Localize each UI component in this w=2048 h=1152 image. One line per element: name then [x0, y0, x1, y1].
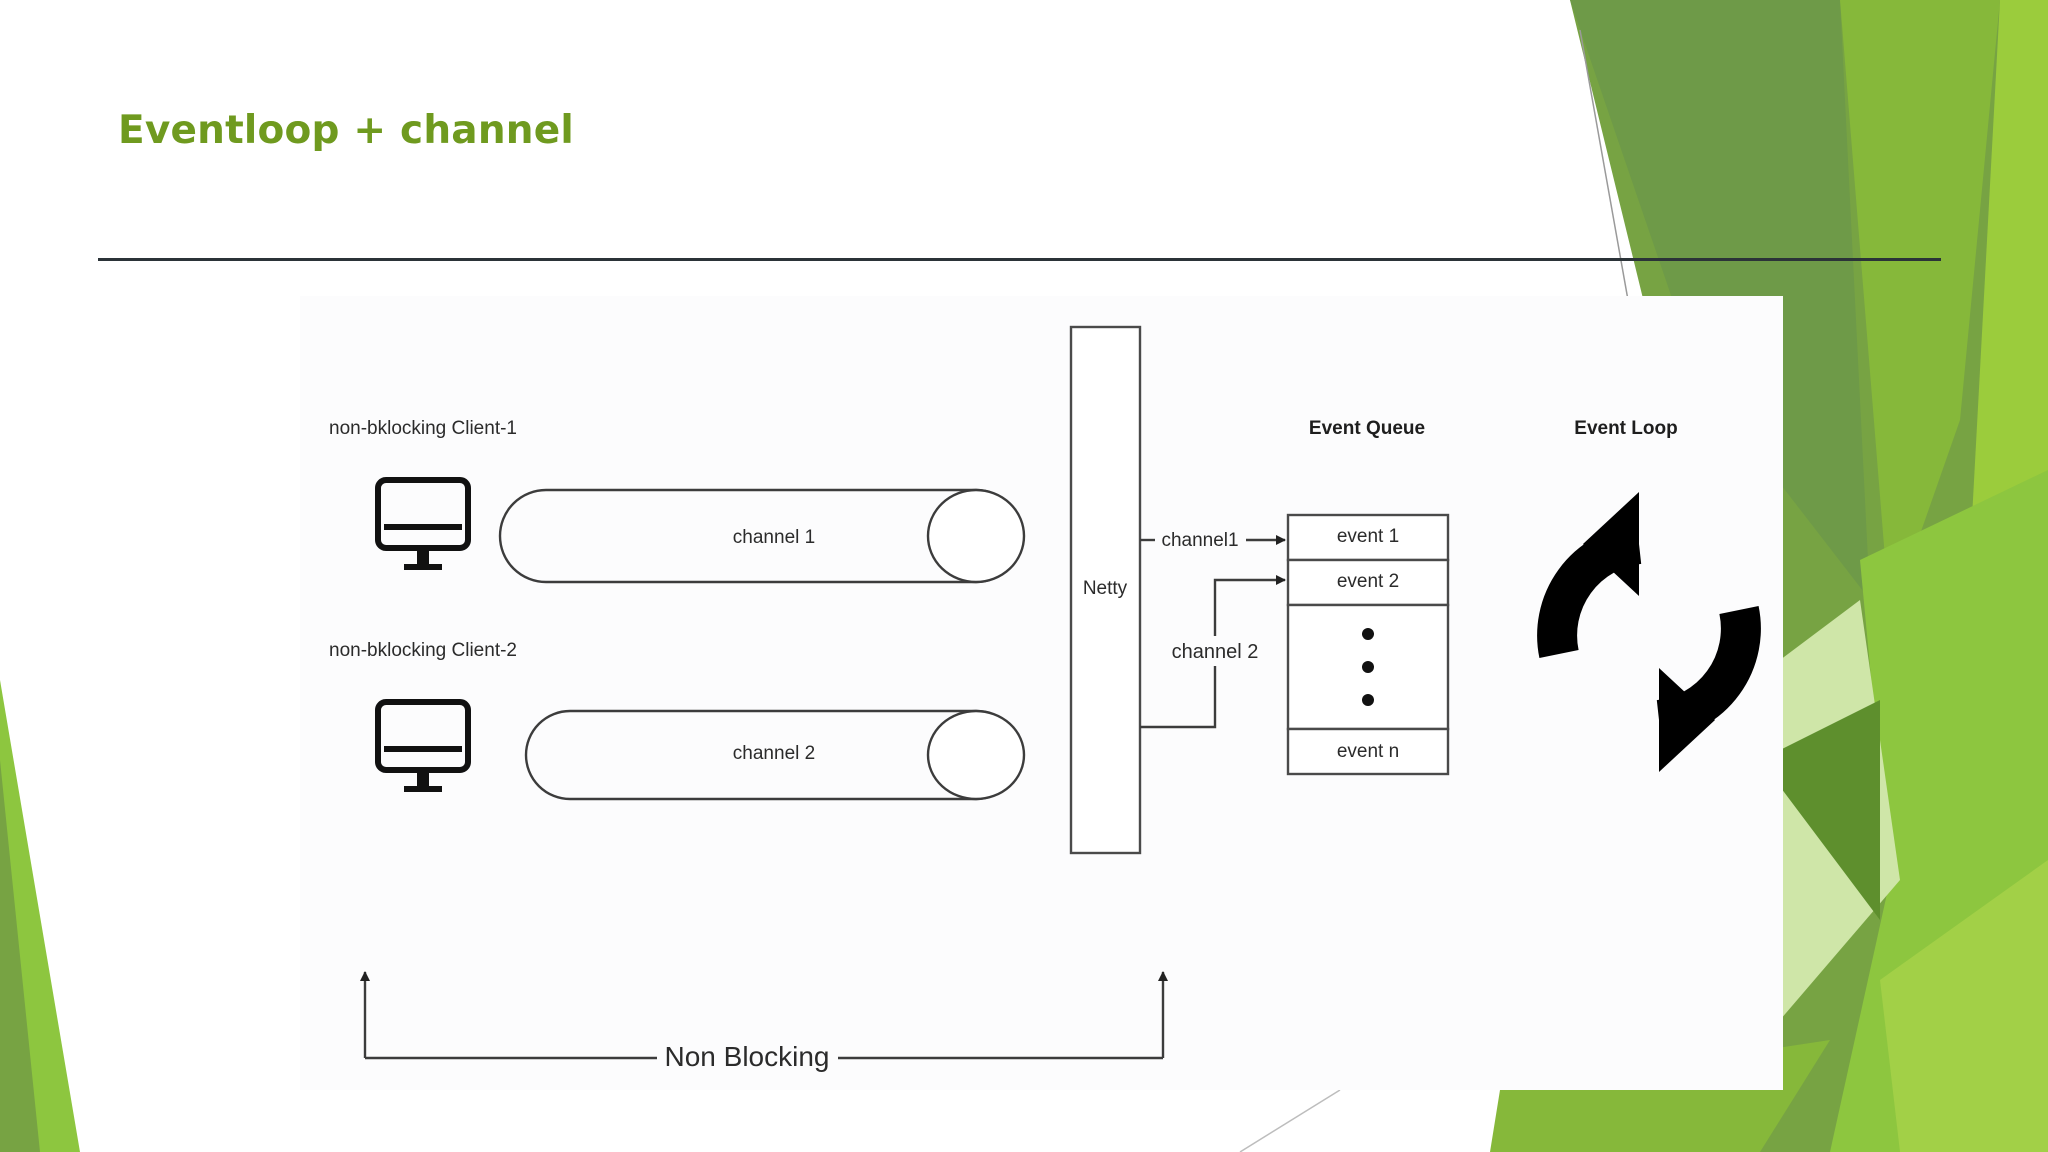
queue-item-label: event 1 [1337, 526, 1399, 547]
channel-1-label: channel 1 [733, 527, 815, 548]
slide-title: Eventloop + channel [118, 108, 574, 153]
queue-item-label: event 2 [1337, 571, 1399, 592]
monitor-icon [375, 699, 471, 792]
non-blocking-bracket [360, 971, 1168, 1060]
non-blocking-label: Non Blocking [665, 1041, 830, 1072]
channel-1-pipe [498, 488, 1026, 584]
event-queue-title: Event Queue [1309, 418, 1425, 439]
connector-channel-1-label: channel1 [1161, 530, 1238, 551]
queue-item-label: event n [1337, 741, 1399, 762]
refresh-icon [1537, 492, 1761, 772]
queue-item [1286, 513, 1450, 562]
netty-server-box [1069, 325, 1142, 855]
ellipsis-dot [1362, 628, 1374, 640]
event-loop-title: Event Loop [1574, 418, 1677, 439]
channel-2-label: channel 2 [733, 743, 815, 764]
title-divider [98, 258, 1941, 261]
connector-channel-2-label-bg [1168, 636, 1262, 666]
eventloop-diagram: non-bklocking Client-1 channel 1 non-bkl… [329, 325, 1761, 1072]
diagram-panel: non-bklocking Client-1 channel 1 non-bkl… [300, 296, 1783, 1090]
channel-2-pipe [524, 709, 1026, 801]
monitor-icon [375, 477, 471, 570]
client-1-label: non-bklocking Client-1 [329, 418, 517, 439]
connector-channel-2-label: channel 2 [1172, 641, 1259, 663]
client-2-label: non-bklocking Client-2 [329, 640, 517, 661]
ellipsis-dot [1362, 661, 1374, 673]
ellipsis-dot [1362, 694, 1374, 706]
queue-item [1286, 727, 1450, 776]
queue-item [1286, 558, 1450, 607]
netty-label: Netty [1083, 578, 1128, 599]
